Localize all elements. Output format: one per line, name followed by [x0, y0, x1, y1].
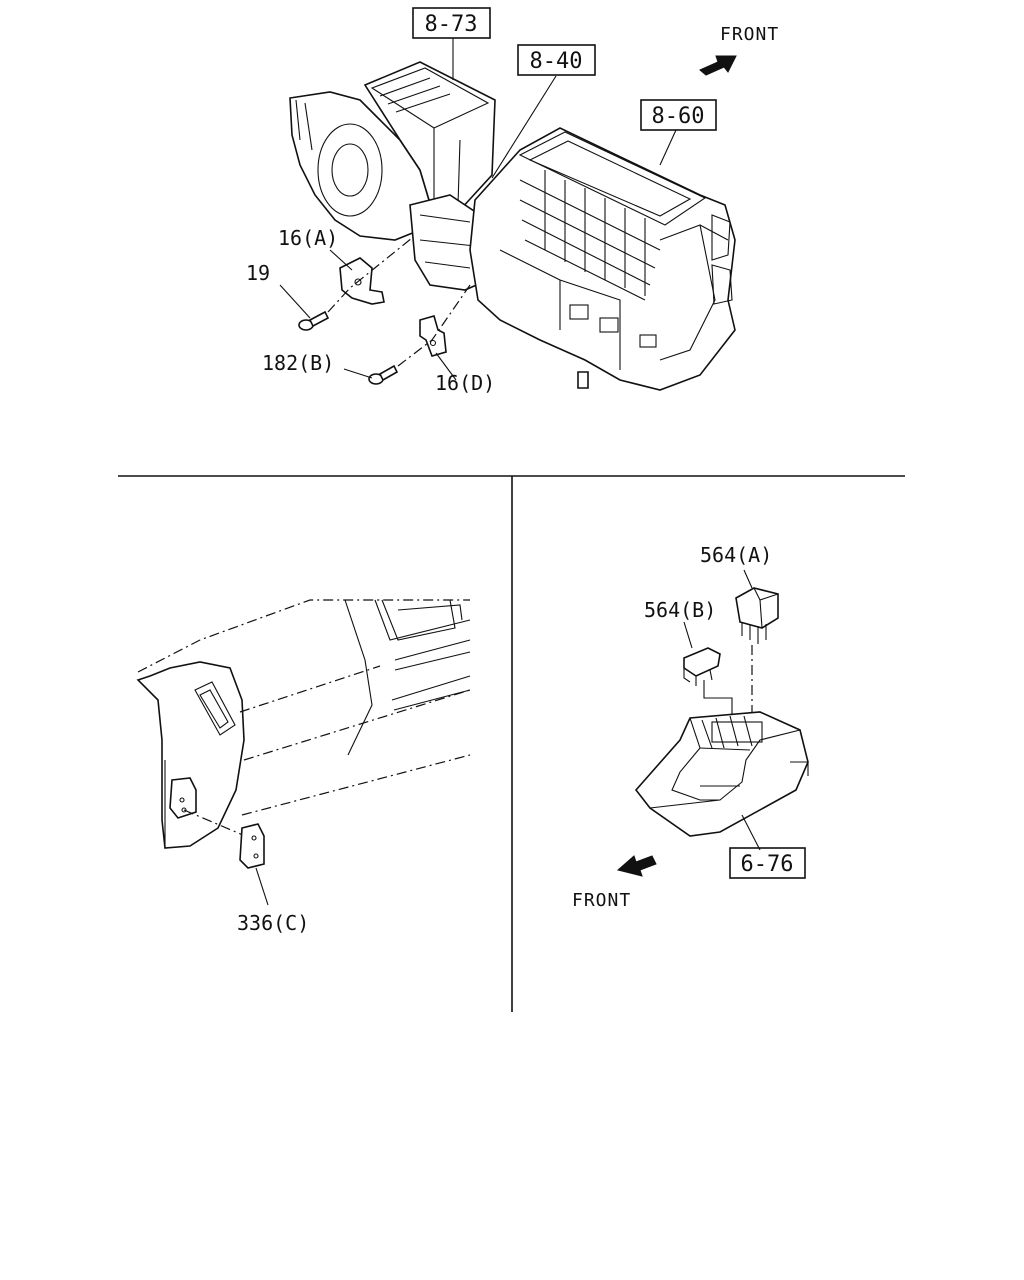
console-drawing [634, 711, 809, 837]
ref-label-6-76[interactable]: 6-76 [741, 852, 794, 877]
label-16d[interactable]: 16(D) [435, 371, 495, 395]
ref-box-6-76[interactable] [729, 847, 806, 879]
front-arrow-bottom-icon [616, 855, 657, 877]
blower-unit-drawing [289, 61, 496, 241]
ref-box-8-60[interactable] [640, 99, 717, 131]
screw-182b-drawing [368, 364, 399, 385]
front-label-bottom: FRONT [572, 890, 631, 911]
switch-564b-drawing [683, 647, 721, 686]
front-label-top: FRONT [720, 24, 779, 45]
label-336c[interactable]: 336(C) [237, 911, 309, 935]
label-564b[interactable]: 564(B) [644, 598, 716, 622]
label-16a[interactable]: 16(A) [278, 226, 338, 250]
ref-label-8-73[interactable]: 8-73 [425, 12, 478, 37]
dashboard-panel-drawing [136, 599, 471, 849]
bracket-16d-drawing [419, 315, 447, 357]
label-19[interactable]: 19 [246, 261, 270, 285]
ref-label-8-40[interactable]: 8-40 [530, 49, 583, 74]
label-564a[interactable]: 564(A) [700, 543, 772, 567]
front-arrow-top-icon [699, 55, 737, 76]
ref-box-8-40[interactable] [517, 44, 596, 76]
label-182b[interactable]: 182(B) [262, 351, 334, 375]
ref-label-8-60[interactable]: 8-60 [652, 104, 705, 129]
screw-19-drawing [298, 310, 330, 331]
heater-unit-drawing [469, 127, 736, 391]
ref-box-8-73[interactable] [412, 7, 491, 39]
switch-564a-drawing [735, 587, 779, 644]
bracket-336c-drawing [239, 823, 265, 869]
